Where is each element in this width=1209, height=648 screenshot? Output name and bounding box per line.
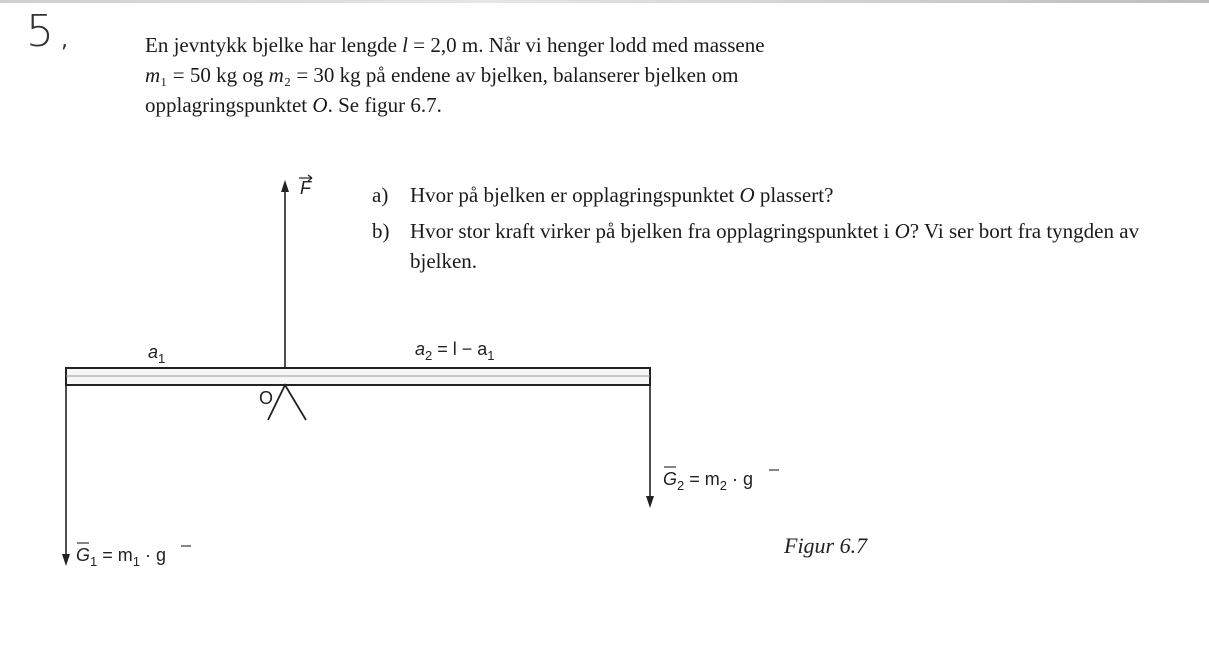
- problem-number-comma: ,: [61, 28, 68, 53]
- force-f-label: F: [300, 178, 312, 198]
- problem-intro: En jevntykk bjelke har lengde l = 2,0 m.…: [145, 30, 1045, 120]
- force-f-vector-tip: [307, 174, 313, 182]
- g1-label: G1 = m1 · g: [76, 545, 166, 569]
- problem-number: 5: [26, 6, 54, 57]
- g2-label: G2 = m2 · g: [663, 469, 753, 493]
- beam-diagram: F O a1 a2 = l − a1 G1 = m1 · g G2 = m2 ·…: [62, 174, 779, 569]
- g1-arrowhead: [62, 554, 70, 566]
- force-f-arrowhead: [281, 180, 289, 192]
- page-top-border: [0, 0, 1209, 3]
- pivot-label: O: [259, 388, 273, 408]
- question-a: a) Hvor på bjelken er opplagringspunktet…: [372, 180, 1207, 210]
- question-a-label: a): [372, 183, 389, 207]
- intro-line-2: m₁ = 50 kg og m₂ = 30 kg på endene av bj…: [145, 63, 739, 87]
- intro-line-1: En jevntykk bjelke har lengde l = 2,0 m.…: [145, 33, 765, 57]
- a2-label: a2 = l − a1: [415, 339, 495, 363]
- a1-label: a1: [148, 342, 165, 366]
- figure-caption: Figur 6.7: [784, 533, 868, 558]
- question-b-label: b): [372, 219, 390, 243]
- pivot-support: [267, 383, 307, 421]
- g2-arrowhead: [646, 496, 654, 508]
- question-b: b) Hvor stor kraft virker på bjelken fra…: [372, 216, 1207, 276]
- question-list: a) Hvor på bjelken er opplagringspunktet…: [372, 180, 1207, 282]
- intro-line-3: opplagringspunktet O. Se figur 6.7.: [145, 93, 442, 117]
